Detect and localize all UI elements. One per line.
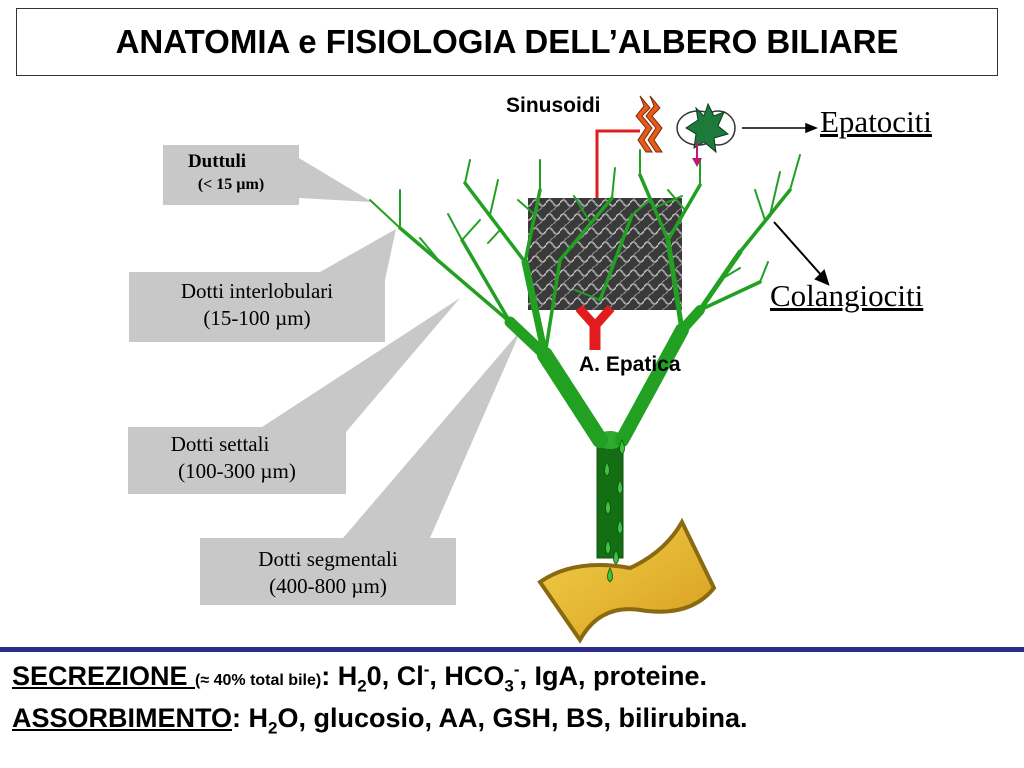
label-colangiociti: Colangiociti	[770, 278, 924, 313]
secrezione-colon: :	[321, 661, 331, 691]
label-sinusoidi: Sinusoidi	[506, 94, 601, 117]
label-arteria-epatica: A. Epatica	[579, 353, 681, 376]
secrezione-sub-1: 2	[357, 676, 367, 696]
label-settali: Dotti settali (100-300 µm)	[128, 427, 346, 494]
secrezione-note: (≈ 40% total bile)	[195, 672, 322, 689]
duct-tree	[369, 149, 801, 559]
assorbimento-colon: :	[232, 703, 242, 733]
label-duttuli-size: (< 15 µm)	[197, 175, 265, 193]
secrezione-sup-1: -	[423, 660, 430, 679]
callout-wedge-interlobulari	[320, 229, 396, 280]
label-interlobulari-size: (15-100 µm)	[203, 306, 311, 331]
divider-line	[0, 647, 1024, 652]
secrezione-text-1: H	[337, 661, 358, 691]
assorbimento-text-1: H	[248, 703, 269, 733]
secrezione-line: SECREZIONE (≈ 40% total bile): H20, Cl-,…	[12, 660, 707, 696]
sinusoids-icon	[635, 95, 663, 153]
label-segmentali-name: Dotti segmentali	[258, 547, 398, 571]
label-duttuli: Duttuli (< 15 µm)	[163, 145, 299, 205]
intestine-icon	[537, 517, 717, 644]
page-title: ANATOMIA e FISIOLOGIA DELL’ALBERO BILIAR…	[16, 8, 998, 76]
label-epatociti: Epatociti	[820, 104, 932, 139]
label-settali-size: (100-300 µm)	[178, 459, 296, 484]
callout-wedge-segmentali	[343, 330, 521, 538]
arrow-epatociti	[742, 122, 819, 134]
assorbimento-line: ASSORBIMENTO: H2O, glucosio, AA, GSH, BS…	[12, 703, 748, 738]
secrezione-text-3: , HCO	[429, 661, 505, 691]
arrow-colangiociti	[773, 221, 830, 286]
bile-drops	[604, 439, 625, 555]
label-segmentali-size: (400-800 µm)	[269, 574, 387, 599]
hepatic-artery-icon	[575, 305, 615, 350]
label-segmentali: Dotti segmentali (400-800 µm)	[200, 538, 456, 605]
secrezione-sup-2: -	[513, 660, 520, 679]
assorbimento-label: ASSORBIMENTO	[12, 703, 233, 733]
label-duttuli-name: Duttuli	[187, 151, 247, 172]
hepatocyte-icon	[676, 102, 736, 167]
callout-wedge-duttuli	[299, 158, 372, 202]
label-interlobulari-name: Dotti interlobulari	[180, 279, 334, 303]
assorbimento-text-2: O, glucosio, AA, GSH, BS, bilirubina.	[277, 703, 748, 733]
assorbimento-sub-1: 2	[268, 718, 278, 738]
secrezione-text-2: 0, Cl	[366, 661, 424, 691]
sinusoid-connector	[595, 129, 640, 198]
callout-wedge-settali	[262, 298, 460, 432]
label-interlobulari: Dotti interlobulari (15-100 µm)	[129, 272, 385, 342]
secrezione-sub-2: 3	[504, 676, 514, 696]
secrezione-text-4: , IgA, proteine.	[519, 661, 708, 691]
label-settali-name: Dotti settali	[170, 432, 270, 456]
secrezione-label: SECREZIONE	[12, 661, 188, 691]
